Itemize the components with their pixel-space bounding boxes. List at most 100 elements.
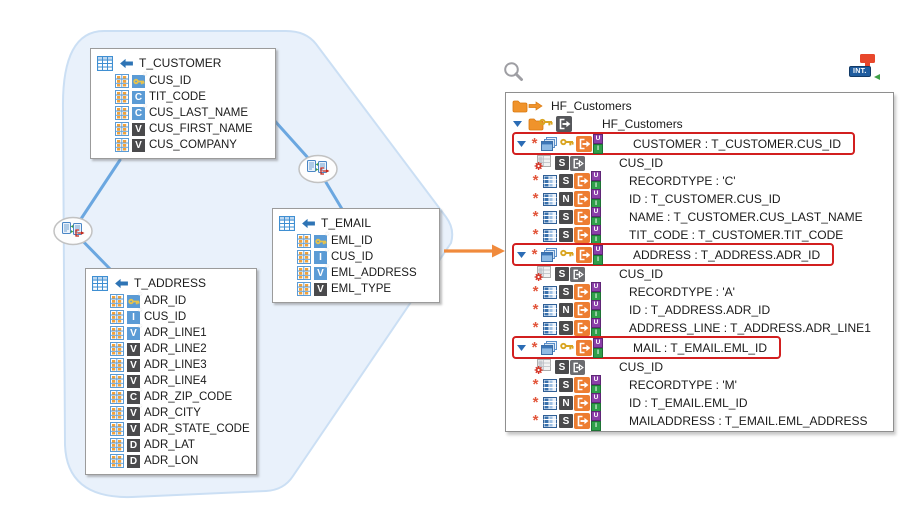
primary-key-badge: * [132, 71, 147, 88]
blue-left-arrow-icon [119, 58, 134, 69]
tree-item-label: ID : T_CUSTOMER.CUS_ID [629, 192, 781, 206]
gear-table-icon [534, 359, 551, 375]
entity-table-header[interactable]: T_CUSTOMER [95, 53, 271, 73]
tree-item-label: MAILADDRESS : T_EMAIL.EML_ADDRESS [629, 414, 868, 428]
entity-column-row[interactable]: C*ADR_ZIP_CODE [90, 387, 252, 405]
datatype-badge: S [559, 321, 573, 335]
asterisk-icon: * [532, 226, 539, 243]
triangle-down-icon[interactable] [517, 140, 526, 147]
type-badge: V* [127, 323, 142, 340]
gear-table-icon [534, 266, 551, 282]
table-column-icon [110, 358, 124, 372]
orange-right-arrow-icon [528, 101, 543, 111]
column-name: CUS_FIRST_NAME [149, 123, 253, 135]
export-arrow-icon [570, 155, 585, 171]
tree-item-label: NAME : T_CUSTOMER.CUS_LAST_NAME [629, 210, 863, 224]
field-table-icon [543, 192, 557, 206]
entity-table-header[interactable]: T_EMAIL [277, 213, 435, 233]
triangle-down-icon[interactable] [513, 121, 522, 127]
export-arrow-icon [574, 209, 590, 225]
table-column-icon [110, 342, 124, 356]
column-name: CUS_ID [144, 311, 187, 323]
column-name: CUS_ID [331, 251, 374, 263]
stacked-windows-icon [541, 136, 558, 151]
entity-column-row[interactable]: C*CUS_LAST_NAME [95, 103, 271, 121]
primary-key-badge: * [314, 231, 329, 248]
export-arrow-icon [574, 173, 590, 189]
entity-column-row[interactable]: V*EML_ADDRESS [277, 263, 435, 281]
tree-item-label: CUS_ID [619, 267, 664, 281]
gold-key-icon [539, 117, 553, 128]
entity-table-header[interactable]: T_ADDRESS [90, 273, 252, 293]
export-arrow-icon [576, 246, 592, 263]
tree-item-label: MAIL : T_EMAIL.EML_ID [633, 340, 768, 355]
entity-column-row[interactable]: I*CUS_ID [90, 307, 252, 325]
table-column-icon [110, 326, 124, 340]
type-badge: C* [127, 387, 142, 404]
column-name: EML_ID [331, 235, 373, 247]
join-export-oval-icon[interactable] [298, 154, 338, 184]
entity-column-row[interactable]: *ADR_ID [90, 291, 252, 309]
monitor-int-icon[interactable]: INT. [849, 53, 881, 83]
datatype-badge: N [559, 192, 573, 206]
orange-right-arrow-icon [444, 244, 505, 258]
tree-row-root[interactable]: HF_Customers [506, 97, 893, 115]
table-column-icon [115, 74, 129, 88]
entity-column-row[interactable]: I*CUS_ID [277, 247, 435, 265]
datatype-badge: S [555, 156, 569, 170]
triangle-down-icon[interactable] [517, 344, 526, 351]
field-table-icon [543, 321, 557, 335]
datatype-badge: S [555, 360, 569, 374]
column-name: ADR_ID [144, 295, 187, 307]
column-name: ADR_LON [144, 455, 199, 467]
datatype-badge: S [559, 210, 573, 224]
tree-item-label: HF_Customers [551, 99, 632, 113]
entity-column-row[interactable]: V*ADR_LINE1 [90, 323, 252, 341]
join-export-oval-icon[interactable] [53, 216, 93, 246]
tree-item-label: RECORDTYPE : 'A' [629, 285, 735, 299]
int-label: INT. [849, 66, 871, 77]
triangle-down-icon[interactable] [517, 251, 526, 258]
type-badge: V [132, 138, 145, 152]
blue-left-arrow-icon [301, 218, 316, 229]
search-icon[interactable] [502, 60, 526, 84]
table-column-icon [115, 90, 129, 104]
entity-column-row[interactable]: *EML_ID [277, 231, 435, 249]
tree-row-group[interactable]: HF_Customers [506, 115, 893, 133]
column-name: EML_TYPE [331, 283, 392, 295]
datatype-badge: N [559, 303, 573, 317]
entity-column-row[interactable]: V*ADR_CITY [90, 403, 252, 421]
entity-column-row[interactable]: *CUS_ID [95, 71, 271, 89]
